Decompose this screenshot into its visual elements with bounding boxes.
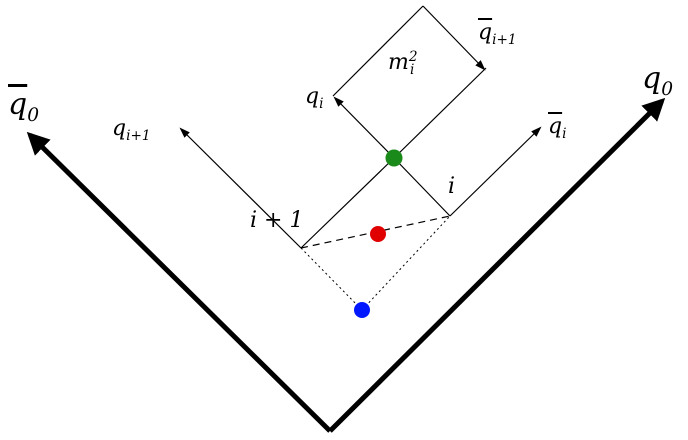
label-q0: q0 [642,61,674,100]
red-dot [370,226,386,242]
mass-box-top-left [332,5,424,97]
label-mass: m2i [388,48,418,78]
qbar0-axis [26,131,332,433]
green-dot [385,149,403,167]
qi-plus1-arrow [179,127,302,249]
dotted-left [300,247,363,311]
blue-dot [354,302,370,318]
qbar-i-arrow [449,126,542,217]
label-qbar0: q0 [8,87,40,126]
qi-arrow [333,96,395,159]
center-line-right [393,157,451,217]
q0-axis [328,97,666,433]
label-qbar-i-plus1: qi+1 [478,20,517,48]
label-qbar-i: qi [548,114,567,142]
label-i-plus1: i + 1 [250,208,304,233]
label-qi: qi [305,84,324,112]
qbar-i-plus1-arrow [422,5,486,71]
label-i: i [448,174,456,199]
center-line-left [300,157,395,249]
dotted-right [361,215,451,311]
mass-box-right [393,67,487,159]
label-qi-plus1: qi+1 [112,116,151,144]
